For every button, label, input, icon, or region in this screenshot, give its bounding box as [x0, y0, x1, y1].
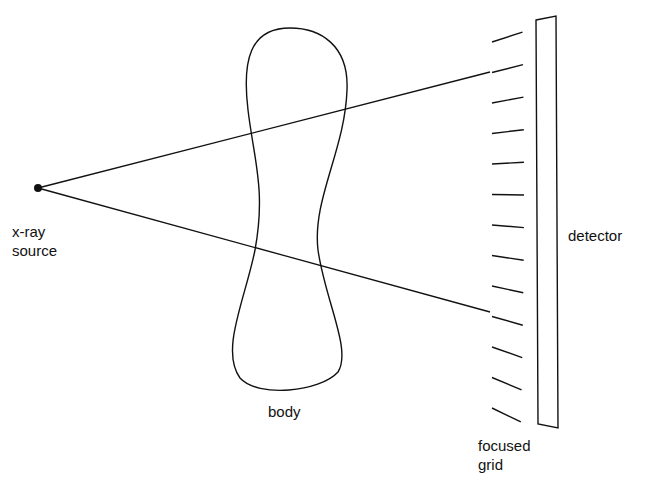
grid-slat — [492, 162, 524, 164]
grid-slat — [492, 317, 523, 326]
grid-slat — [492, 225, 524, 228]
focused-grid — [492, 32, 524, 422]
grid-slat — [492, 65, 523, 73]
detector-label: detector — [568, 226, 658, 245]
grid-slat — [492, 256, 524, 261]
grid-slat — [492, 408, 521, 422]
grid-slat — [492, 347, 522, 358]
body-outline — [232, 28, 347, 390]
body-label: body — [268, 402, 328, 421]
beam-line — [38, 72, 490, 188]
grid-label: focused grid — [478, 436, 548, 474]
grid-slat — [492, 194, 524, 196]
beam-line — [38, 188, 490, 312]
grid-slat — [492, 130, 524, 134]
detector-plate — [536, 16, 558, 428]
grid-slat — [492, 378, 522, 390]
grid-slat — [492, 286, 523, 293]
source-label: x-ray source — [12, 222, 72, 260]
grid-slat — [492, 97, 523, 103]
grid-slat — [492, 32, 522, 42]
